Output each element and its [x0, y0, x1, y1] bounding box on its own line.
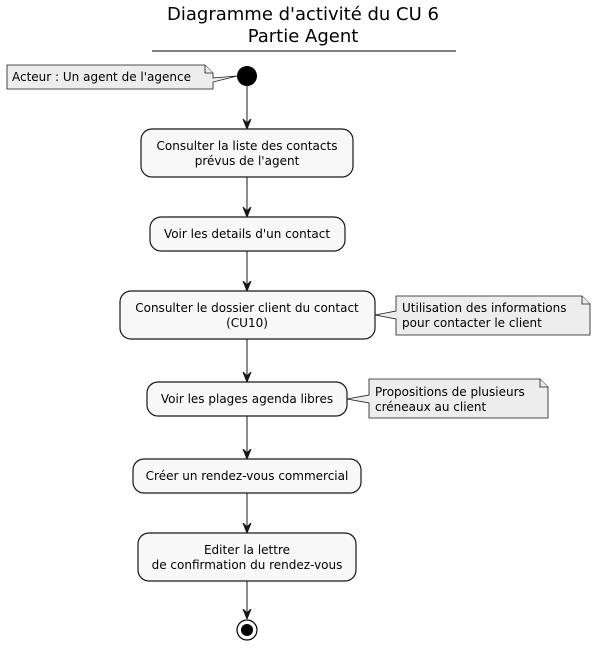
activity-label: Consulter la liste des contacts: [157, 139, 338, 153]
activity-label: de confirmation du rendez-vous: [152, 558, 343, 572]
activity-voir-details-contact: Voir les details d'un contact: [149, 216, 346, 252]
note-text: Propositions de plusieurs: [375, 385, 525, 399]
diagram-title-line-1: Diagramme d'activité du CU 6: [167, 4, 439, 25]
activity-editer-lettre: Editer la lettre de confirmation du rend…: [137, 532, 357, 582]
note-text: Utilisation des informations: [402, 301, 566, 315]
activity-label: (CU10): [226, 316, 268, 330]
note-text: créneaux au client: [375, 400, 487, 414]
activity-consulter-dossier-client: Consulter le dossier client du contact (…: [119, 290, 376, 340]
activity-label: Créer un rendez-vous commercial: [146, 469, 349, 483]
activity-consulter-liste-contacts: Consulter la liste des contacts prévus d…: [140, 128, 354, 178]
activity-label: Voir les details d'un contact: [164, 227, 330, 241]
activity-label: prévus de l'agent: [195, 154, 300, 168]
activity-label: Consulter le dossier client du contact: [135, 301, 359, 315]
actor-note: Acteur : Un agent de l'agence: [6, 64, 238, 90]
note-text: pour contacter le client: [402, 316, 542, 330]
activity-label: Editer la lettre: [204, 543, 290, 557]
diagram-title-line-2: Partie Agent: [248, 26, 359, 47]
activity-creer-rendez-vous: Créer un rendez-vous commercial: [132, 458, 362, 494]
actor-note-text: Acteur : Un agent de l'agence: [12, 70, 191, 84]
start-node: [237, 66, 257, 86]
activity-voir-plages-agenda: Voir les plages agenda libres: [146, 381, 348, 417]
note-utilisation-informations: Utilisation des informations pour contac…: [374, 295, 591, 336]
end-node: [236, 619, 258, 641]
note-propositions-creneaux: Propositions de plusieurs créneaux au cl…: [346, 378, 549, 419]
activity-label: Voir les plages agenda libres: [161, 392, 333, 406]
